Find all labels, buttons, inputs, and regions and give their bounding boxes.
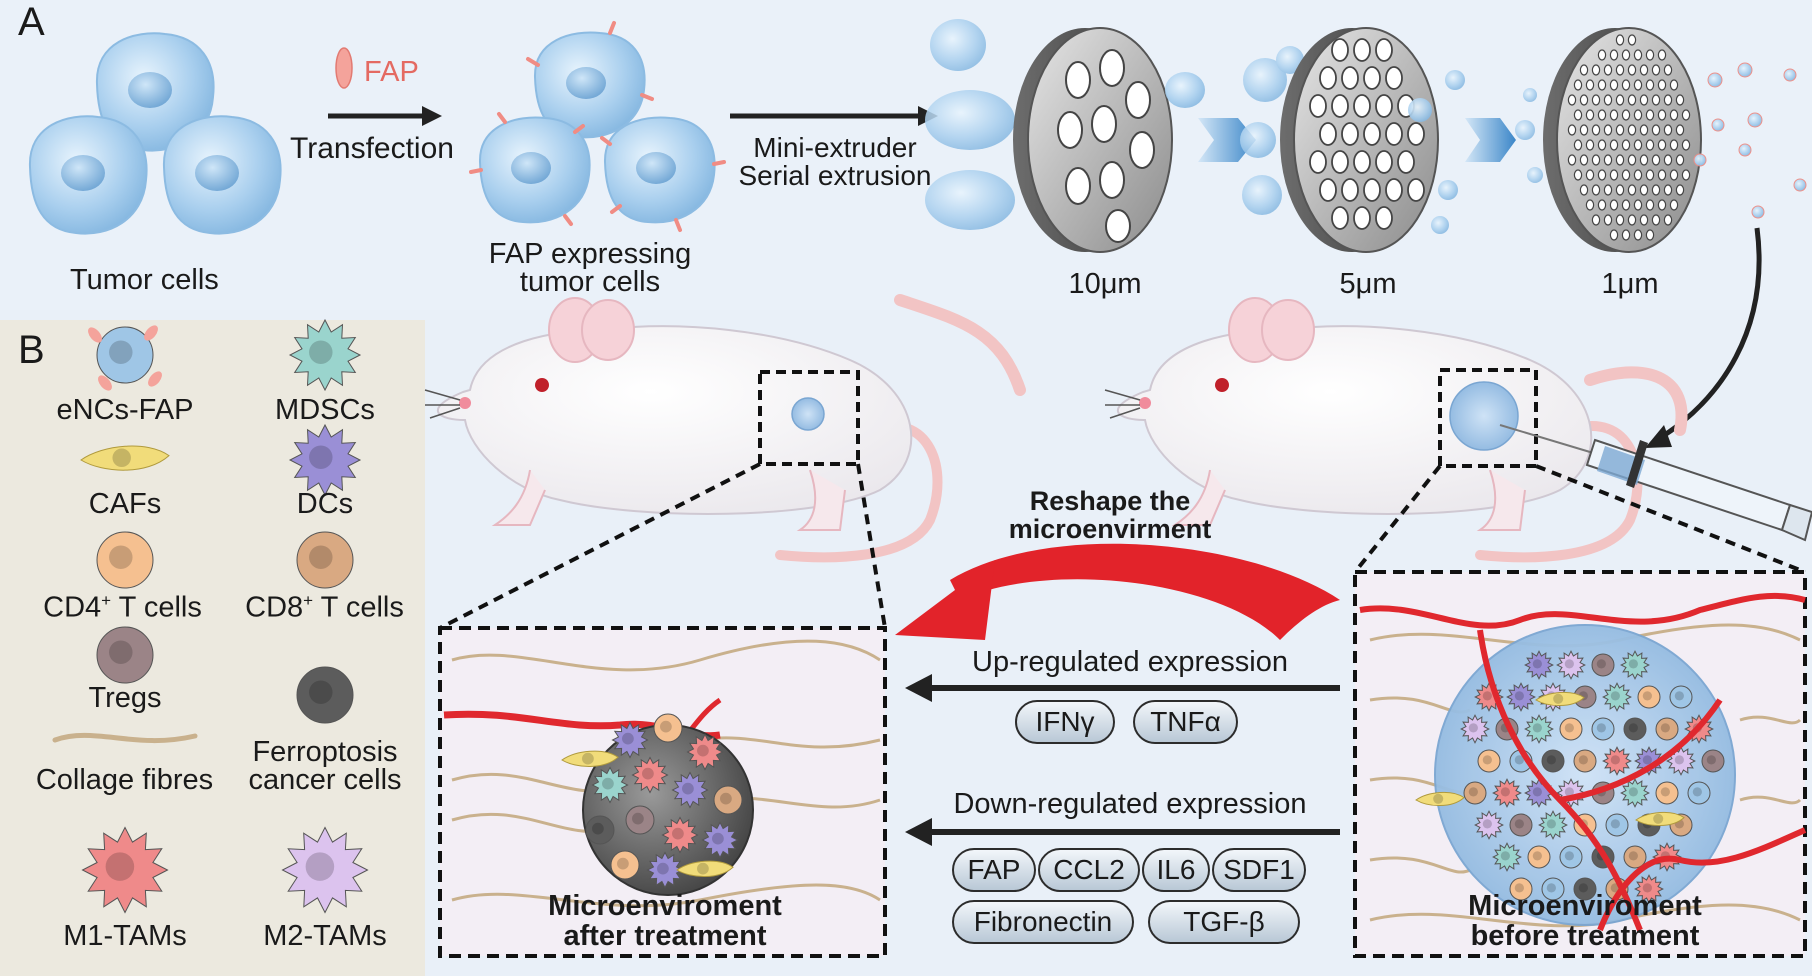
reshape-label-line2: microenvirment	[1008, 514, 1212, 544]
legend-label-encs-fap: eNCs-FAP	[56, 394, 194, 426]
tumor-cell-cluster	[28, 32, 282, 235]
marker-tgf-beta: TGF-β	[1148, 900, 1300, 944]
fap-expressing-label-line2: tumor cells	[519, 266, 661, 298]
up-regulated-label: Up-regulated expression	[972, 646, 1288, 678]
encs-fap-icon	[88, 325, 162, 391]
pore-size-10um: 10μm	[1068, 268, 1142, 300]
membrane-5um	[1240, 27, 1465, 253]
fap-expressing-cell-cluster	[469, 21, 726, 232]
panel-label-b: B	[18, 328, 45, 372]
panel-label-a: A	[18, 0, 45, 44]
cd4-t-cell-icon	[96, 531, 154, 589]
transfection-arrow	[328, 106, 442, 126]
fap-legend-label: FAP	[364, 56, 419, 88]
mouse-before-treatment	[1104, 297, 1688, 563]
membrane-1um	[1515, 27, 1807, 253]
blue-arrow-1	[1198, 118, 1256, 162]
dc-icon	[288, 423, 362, 497]
legend-label-ferroptosis-line1: Ferroptosis	[252, 736, 398, 768]
membrane-10um	[925, 19, 1205, 253]
legend-label-dcs: DCs	[296, 488, 354, 520]
before-treatment-label-line1: Microenviroment	[1468, 890, 1702, 922]
up-regulated-arrow	[905, 674, 1340, 702]
legend-label-mdscs: MDSCs	[275, 394, 375, 426]
cd8-t-cell-icon	[296, 531, 354, 589]
before-treatment-label-line2: before treatment	[1470, 920, 1700, 952]
m2-tam-icon	[281, 826, 369, 914]
legend-label-cd4-t-cells: CD4+ T cells	[43, 591, 202, 624]
microenvironment-after-panel	[438, 626, 887, 958]
pore-size-1um: 1μm	[1601, 268, 1659, 300]
marker-sdf1: SDF1	[1212, 848, 1306, 892]
syringe-icon	[1499, 424, 1812, 542]
marker-tnf-alpha: TNFα	[1133, 700, 1238, 744]
fap-icon	[335, 47, 353, 89]
pore-size-5um: 5μm	[1339, 268, 1397, 300]
legend-label-cafs: CAFs	[88, 488, 162, 520]
marker-fibronectin: Fibronectin	[952, 900, 1134, 944]
legend-label-cd8-t-cells: CD8+ T cells	[245, 591, 404, 624]
legend-icons	[52, 318, 369, 914]
zoom-connectors	[439, 462, 1806, 630]
down-regulated-label: Down-regulated expression	[953, 788, 1307, 820]
marker-fap: FAP	[952, 848, 1036, 892]
legend-label-tregs: Tregs	[88, 682, 162, 714]
after-treatment-label-line2: after treatment	[563, 920, 767, 952]
transfection-label: Transfection	[290, 132, 454, 165]
mouse-after-treatment	[424, 294, 1026, 563]
mdsc-icon	[288, 318, 362, 392]
reshape-arrow	[895, 543, 1340, 640]
after-treatment-label-line1: Microenviroment	[548, 890, 782, 922]
ferroptosis-cancer-cell-icon	[296, 666, 354, 724]
down-regulated-arrow	[905, 818, 1340, 846]
legend-label-m1-tams: M1-TAMs	[63, 920, 187, 952]
extruder-label-line2: Serial extrusion	[738, 160, 932, 191]
blue-arrow-2	[1465, 118, 1516, 162]
fap-expressing-label-line1: FAP expressing	[488, 238, 692, 270]
marker-ccl2: CCL2	[1038, 848, 1140, 892]
reshape-label-line1: Reshape the	[1029, 486, 1191, 516]
legend-label-ferroptosis-line2: cancer cells	[248, 764, 402, 796]
caf-icon	[80, 445, 170, 471]
m1-tam-icon	[81, 826, 169, 914]
tumor-cells-label: Tumor cells	[70, 264, 219, 296]
extruder-label-line1: Mini-extruder	[753, 132, 917, 163]
marker-il6: IL6	[1142, 848, 1210, 892]
marker-ifn-gamma: IFNγ	[1015, 700, 1115, 744]
microenvironment-before-panel	[1353, 570, 1807, 958]
treg-icon	[96, 626, 154, 684]
legend-label-collage-fibres: Collage fibres	[35, 764, 214, 796]
legend-label-m2-tams: M2-TAMs	[263, 920, 387, 952]
collagen-fibre-icon	[52, 732, 198, 744]
